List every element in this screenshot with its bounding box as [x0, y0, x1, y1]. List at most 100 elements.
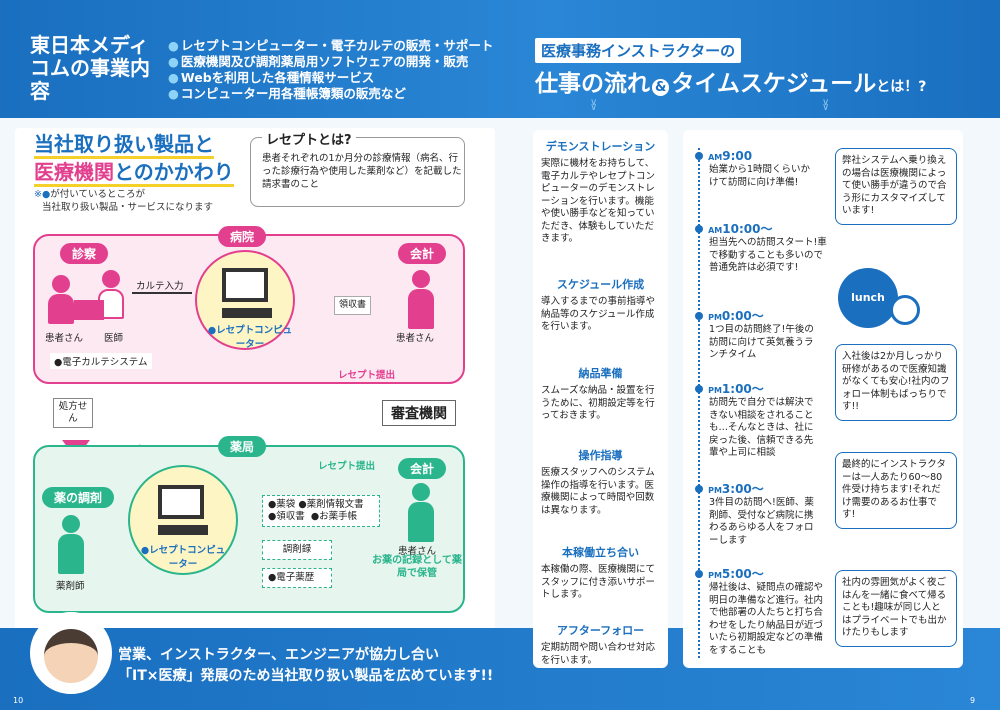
- time-desc: 始業から1時間くらいかけて訪問に向け準備!: [709, 164, 811, 188]
- time-ampm: PM: [708, 486, 722, 495]
- karte-input-label: カルテ入力: [136, 281, 184, 292]
- timeline-dot: [695, 570, 703, 578]
- title-line: 当社取り扱い製品と: [34, 132, 214, 159]
- title-highlight: 医療機関: [34, 160, 114, 187]
- step-name: 納品準備: [578, 367, 623, 380]
- business-item: Webを利用した各種情報サービス: [168, 70, 493, 86]
- doctor-label: 医師: [104, 333, 124, 344]
- step-desc: スムーズな納品・設置を行うために、初期設定等を行っておきます。: [541, 385, 655, 421]
- time-value: 3:00～: [721, 482, 764, 496]
- workflow-step: 本稼働立ち合い 本稼働の際、医療機関にてスタッフに付き添いサポートします。: [533, 544, 668, 606]
- workflow-step: スケジュール作成 導入するまでの事前指導や納品等のスケジュール作成を行います。: [533, 276, 668, 338]
- time-ampm: PM: [708, 571, 722, 580]
- timeline-dot: [695, 385, 703, 393]
- header-band: [0, 0, 1000, 118]
- step-name: スケジュール作成: [556, 278, 645, 291]
- title-part: タイムスケジュール: [671, 71, 877, 97]
- timeline-line: [698, 148, 700, 658]
- footer-line: 「IT×医療」発展のため当社取り扱い製品を広めています!!: [118, 668, 494, 684]
- step-name: デモンストレーション: [545, 140, 656, 153]
- avatar: [30, 612, 112, 694]
- patient-label: 患者さん: [45, 333, 84, 344]
- note-text: が付いているところが: [50, 189, 145, 200]
- speech-bubble: 最終的にインストラクターは一人あたり60～80件受け持ちます!それだけ需要のある…: [835, 452, 957, 529]
- submit-label: レセプト提出: [318, 461, 376, 472]
- doc-item: ●薬剤情報文書: [298, 499, 364, 510]
- keyboard-icon: [222, 308, 272, 318]
- business-item: 医療機関及び調剤薬局用ソフトウェアの開発・販売: [168, 54, 493, 70]
- timeline-dot: [695, 225, 703, 233]
- schedule-entry: AM9:00 始業から1時間くらいかけて訪問に向け準備!: [695, 145, 819, 189]
- schedule-entry: AM10:00～ 担当先への訪問スタート!車で移動することも多いので普通免許は必…: [695, 218, 829, 275]
- speech-bubble: 入社後は2か月しっかり研修があるので医療知識がなくても安心!社内のフォロー体制も…: [835, 344, 957, 421]
- time-desc: 帰社後は、疑問点の確認や明日の準備など進行。社内で他部署の人たちと打ち合わせをし…: [709, 582, 824, 656]
- time-ampm: PM: [708, 386, 722, 395]
- business-item: レセプトコンピューター・電子カルテの販売・サポート: [168, 38, 494, 54]
- time-ampm: AM: [708, 153, 723, 162]
- step-desc: 実際に機材をお持ちして、電子カルテやレセプトコンピューターのデモンストレーション…: [541, 158, 656, 244]
- patient-label: 患者さん: [396, 333, 435, 344]
- title-part: 仕事の流れ: [535, 71, 650, 97]
- footer-line: 営業、インストラクター、エンジニアが協力し合い: [118, 647, 440, 663]
- title-amp: &: [652, 79, 670, 96]
- review-agency: 審査機関: [382, 400, 456, 426]
- step-desc: 導入するまでの事前指導や納品等のスケジュール作成を行います。: [541, 296, 656, 332]
- workflow-step: 操作指導 医療スタッフへのシステム操作の指導を行います。医療機関によって時間や回…: [533, 447, 668, 521]
- time-desc: 1つ目の訪問終了!午後の訪問に向けて英気養うランチタイム: [709, 324, 814, 360]
- patient-figure: [408, 483, 434, 543]
- workflow-step: デモンストレーション 実際に機材をお持ちして、電子カルテやレセプトコンピューター…: [533, 138, 668, 250]
- hospital-pc-label: ●レセプトコンピューター: [207, 325, 293, 350]
- step-desc: 本稼働の際、医療機関にてスタッフに付き添いサポートします。: [541, 564, 656, 600]
- time-value: 0:00～: [721, 309, 764, 323]
- business-list: レセプトコンピューター・電子カルテの販売・サポート 医療機関及び調剤薬局用ソフト…: [168, 38, 494, 102]
- timeline-dot: [695, 312, 703, 320]
- title-line: とのかかわり: [114, 160, 234, 187]
- receipt-box: [250, 137, 465, 207]
- ehr-label: ●電子カルテシステム: [50, 353, 152, 369]
- page-number-right: 9: [970, 696, 976, 705]
- pc-circle: [195, 250, 295, 350]
- e-history: ●電子薬歴: [262, 568, 332, 588]
- receipt-title: レセプトとは?: [262, 129, 356, 148]
- doc-item: ●お薬手帳: [310, 511, 358, 522]
- schedule-title: 仕事の流れ&タイムスケジュールとは！?: [535, 64, 926, 98]
- prescription-doc: 処方せん: [53, 398, 93, 428]
- step-name: 本稼働立ち合い: [562, 546, 639, 559]
- schedule-entry: PM3:00～ 3件目の訪問へ!医師、薬剤師、受付など病院に携わるあらゆる人をフ…: [695, 478, 821, 547]
- page-number-left: 10: [13, 696, 24, 705]
- pharmacy-label: 薬局: [218, 436, 267, 457]
- business-item: コンピューター用各種帳簿類の販売など: [168, 86, 493, 102]
- receipt-body: 患者それぞれの1か月分の診療情報（病名、行った診療行為や使用した薬剤など）を記載…: [262, 153, 462, 190]
- workflow-column: [533, 130, 668, 668]
- record-note: お薬の記録として薬局で保管: [372, 555, 462, 579]
- legend-mark: ※●: [34, 189, 51, 200]
- schedule-entry: PM5:00～ 帰社後は、疑問点の確認や明日の準備など進行。社内で他部署の人たち…: [695, 563, 827, 657]
- time-value: 9:00: [722, 149, 753, 163]
- products-title: 当社取り扱い製品と 医療機関とのかかわり: [34, 130, 234, 187]
- accounting-label: 会計: [398, 243, 447, 264]
- doc-item: ●薬袋: [268, 499, 296, 510]
- computer-icon: [158, 485, 204, 519]
- step-desc: 医療スタッフへのシステム操作の指導を行います。医療機関によって時間や回数は異なり…: [541, 467, 655, 516]
- legend-note: ※●が付いているところが 当社取り扱い製品・サービスになります: [34, 188, 213, 214]
- time-desc: 担当先への訪問スタート!車で移動することも多いので普通免許は必須です!: [709, 237, 827, 273]
- footer-message: 営業、インストラクター、エンジニアが協力し合い 「IT×医療」発展のため当社取り…: [118, 645, 493, 687]
- dispense-record: 調剤録: [262, 540, 332, 560]
- hospital-label: 病院: [218, 226, 267, 247]
- company-title: 東日本メディコムの事業内容: [30, 33, 150, 103]
- step-desc: 定期訪問や問い合わせ対応を行います。: [541, 642, 656, 666]
- dispense-label: 薬の調剤: [42, 487, 115, 508]
- note-text: 当社取り扱い製品・サービスになります: [42, 202, 214, 213]
- schedule-entry: PM0:00～ 1つ目の訪問終了!午後の訪問に向けて英気養うランチタイム: [695, 305, 821, 362]
- submit-label: レセプト提出: [338, 370, 396, 381]
- time-ampm: PM: [708, 313, 722, 322]
- chevron-down-icon: ∨∨: [822, 97, 830, 113]
- lunch-icon: lunch: [838, 268, 898, 328]
- patient-figure: [408, 270, 434, 330]
- pharmacy-pc-label: ●レセプトコンピューター: [140, 545, 226, 570]
- timeline-dot: [695, 152, 703, 160]
- patient-label: 患者さん: [398, 546, 437, 557]
- patient-figure: [48, 275, 74, 325]
- accounting-label: 会計: [398, 458, 447, 479]
- title-suffix: とは！?: [876, 79, 927, 95]
